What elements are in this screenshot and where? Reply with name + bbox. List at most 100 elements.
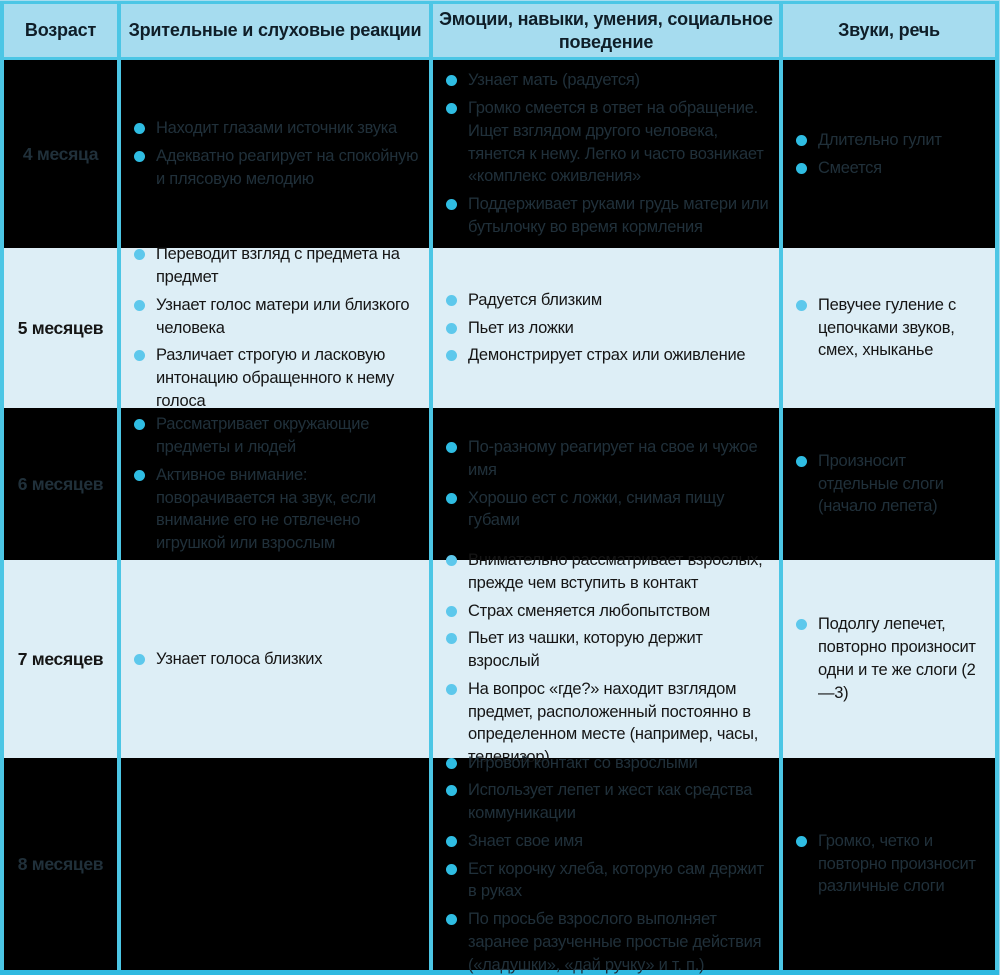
bullet-text: Использует лепет и жест как средства ком… [468,781,753,823]
cell-emotions-skills: По-разному реагирует на свое и чужое имя… [429,408,779,560]
bullet-item: По просьбе взрослого выполняет заранее р… [443,908,771,975]
age-cell: 8 месяцев [4,758,117,970]
bullet-item: Пьет из ложки [443,317,771,340]
bullet-text: Страх сменяется любопытством [468,601,710,620]
bullet-item: Подолгу лепечет, повторно произносит одн… [793,613,987,704]
bullet-icon [446,441,457,453]
cell-visual-auditory: Рассматривает окружающие предметы и люде… [117,408,429,560]
bullet-item: Активное внимание: поворачивается на зву… [131,464,421,555]
bullet-icon [796,162,807,174]
bullet-text: Произносит отдельные слоги (начало лепет… [818,451,944,516]
bullet-item: Произносит отдельные слоги (начало лепет… [793,450,987,518]
column-header-age: Возраст [24,20,97,41]
bullet-icon [134,653,145,665]
bullet-icon [796,299,807,311]
table-row: 6 месяцев Рассматривает окружающие предме… [0,408,999,560]
bullet-item: Радуется близким [443,289,771,312]
cell-visual-auditory [117,758,429,970]
bullet-item: Громко, четко и повторно произносит разл… [793,830,987,898]
cell-sounds-speech: Произносит отдельные слоги (начало лепет… [779,408,995,560]
age-label: 8 месяцев [17,853,104,874]
bullet-item: Различает строгую и ласковую интонацию о… [131,344,421,412]
bullet-icon [446,322,457,334]
bullet-icon [446,785,457,797]
bullet-text: Различает строгую и ласковую интонацию о… [156,346,395,410]
bullet-icon [446,350,457,362]
bullet-text: Знает свое имя [468,831,583,850]
bullet-text: Смеется [818,158,882,177]
bullet-icon [446,835,457,847]
bullet-item: Страх сменяется любопытством [443,600,771,623]
bullet-text: Пьет из ложки [468,318,574,337]
bullet-icon [134,299,145,311]
bullet-icon [134,469,145,481]
bullet-text: Радуется близким [468,290,602,309]
bullet-item: Использует лепет и жест как средства ком… [443,779,771,825]
column-header-emotions-skills: Эмоции, навыки, умения, социальное повед… [429,4,779,57]
header-separator [0,57,999,60]
age-label: 7 месяцев [17,648,104,669]
bullet-icon [796,455,807,467]
table-header-row: Возраст Зрительные и слуховые реакции Эм… [0,4,999,57]
bullet-text: Подолгу лепечет, повторно произносит одн… [818,615,976,702]
bullet-icon [134,151,145,163]
age-cell: 6 месяцев [4,408,117,560]
age-label: 4 месяца [22,143,99,164]
bullet-icon [134,249,145,261]
bullet-text: Демонстрирует страх или оживление [468,346,746,365]
bullet-text: Хорошо ест с ложки, снимая пищу губами [468,488,725,530]
bullet-icon [446,492,457,504]
bullet-icon [796,619,807,631]
bullet-item: Внимательно рассматривает взрослых, преж… [443,549,771,595]
bullet-icon [446,863,457,875]
bullet-item: Узнает голос матери или близкого человек… [131,294,421,340]
bullet-item: Поддерживает руками грудь матери или бут… [443,193,771,239]
bullet-text: По просьбе взрослого выполняет заранее р… [468,910,762,974]
cell-visual-auditory: Узнает голоса близких [117,560,429,758]
cell-sounds-speech: Громко, четко и повторно произносит разл… [779,758,995,970]
bullet-text: Громко смеется в ответ на обращение. Ище… [468,99,764,186]
bullet-item: Игровой контакт со взрослыми [443,752,771,775]
cell-emotions-skills: Узнает мать (радуется) Громко смеется в о… [429,60,779,248]
cell-sounds-speech: Подолгу лепечет, повторно произносит одн… [779,560,995,758]
bullet-icon [446,914,457,926]
bullet-icon [796,134,807,146]
bullet-text: Узнает мать (радуется) [468,71,640,90]
bullet-icon [134,350,145,362]
bullet-icon [446,683,457,695]
bullet-icon [446,75,457,87]
table-bottom-border [0,970,999,975]
age-cell: 5 месяцев [4,248,117,408]
column-header-sounds-speech: Звуки, речь [779,4,995,57]
bullet-icon [134,123,145,135]
bullet-text: Пьет из чашки, которую держит взрослый [468,629,703,671]
bullet-text: На вопрос «где?» находит взглядом предме… [468,679,759,767]
table-row: 5 месяцев Переводит взгляд с предмета на … [0,245,999,410]
bullet-icon [134,419,145,431]
bullet-icon [446,605,457,617]
bullet-item: Находит глазами источник звука [131,117,421,140]
cell-sounds-speech: Певучее гуление с цепочками звуков, смех… [779,248,995,408]
bullet-text: Рассматривает окружающие предметы и люде… [156,415,370,456]
age-cell: 4 месяца [4,60,117,248]
bullet-item: Хорошо ест с ложки, снимая пищу губами [443,487,771,533]
bullet-text: Узнает голоса близких [156,649,323,668]
bullet-item: Смеется [793,157,987,180]
bullet-text: По-разному реагирует на свое и чужое имя [468,437,758,479]
bullet-item: Длительно гулит [793,129,987,152]
bullet-icon [446,757,457,769]
bullet-text: Адекватно реагирует на спокойную и плясо… [156,147,419,188]
bullet-item: Знает свое имя [443,830,771,853]
bullet-item: Переводит взгляд с предмета на предмет [131,243,421,289]
bullet-item: Демонстрирует страх или оживление [443,344,771,367]
bullet-text: Поддерживает руками грудь матери или бут… [468,195,769,236]
bullet-text: Внимательно рассматривает взрослых, преж… [468,551,763,592]
